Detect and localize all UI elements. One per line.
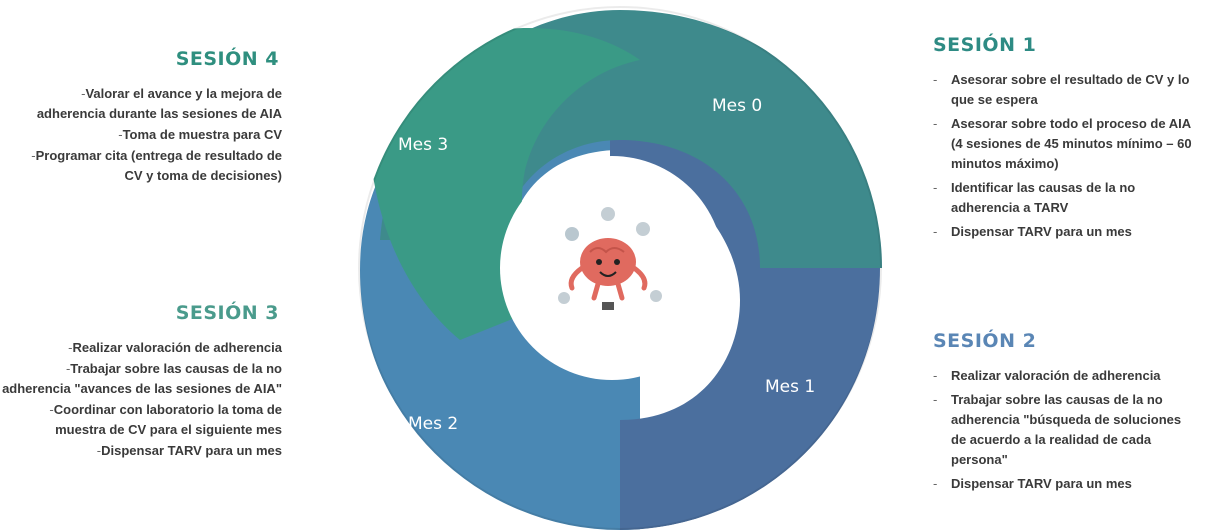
session-3-panel: SESIÓN 3 -Realizar valoración de adheren… (0, 302, 282, 462)
session-4-item-text: Toma de muestra para CV (122, 127, 282, 142)
session-3-item: -Dispensar TARV para un mes (96, 443, 282, 458)
session-2-item-text: Realizar valoración de adherencia (951, 368, 1161, 383)
session-2-item-text: Trabajar sobre las causas de la no adher… (951, 392, 1182, 467)
session-4-item: -Toma de muestra para CV (118, 127, 282, 142)
session-3-item-text: Trabajar sobre las causas de la no adher… (2, 361, 282, 396)
session-2-item: -Trabajar sobre las causas de la no adhe… (933, 392, 1182, 467)
session-1-panel: SESIÓN 1 -Asesorar sobre el resultado de… (933, 34, 1195, 246)
session-3-item-text: Dispensar TARV para un mes (101, 443, 282, 458)
session-3-item: -Coordinar con laboratorio la toma de mu… (49, 402, 282, 437)
session-2-title: SESIÓN 2 (933, 330, 1037, 352)
brain-mascot-icon (558, 207, 662, 310)
session-1-title: SESIÓN 1 (933, 34, 1037, 56)
mes-0-label: Mes 0 (712, 96, 762, 116)
session-2-item: -Realizar valoración de adherencia (933, 368, 1161, 383)
mes-3-segment (368, 27, 640, 341)
session-2-item-text: Dispensar TARV para un mes (951, 476, 1132, 491)
session-4-item: -Programar cita (entrega de resultado de… (31, 148, 282, 183)
session-4-item-text: Programar cita (entrega de resultado de … (35, 148, 282, 183)
session-4-item: -Valorar el avance y la mejora de adhere… (36, 86, 282, 121)
session-1-item-text: Asesorar sobre todo el proceso de AIA (4… (951, 116, 1192, 171)
mes-3-label: Mes 3 (398, 135, 448, 155)
mes-2-label: Mes 2 (408, 414, 458, 434)
session-3-title: SESIÓN 3 (175, 302, 279, 324)
session-3-item: -Realizar valoración de adherencia (68, 340, 282, 355)
session-1-item: -Asesorar sobre el resultado de CV y lo … (933, 72, 1190, 107)
session-3-item-text: Realizar valoración de adherencia (72, 340, 282, 355)
session-1-item: -Identificar las causas de la no adheren… (933, 180, 1136, 215)
session-1-item-text: Asesorar sobre el resultado de CV y lo q… (951, 72, 1190, 107)
session-2-item: -Dispensar TARV para un mes (933, 476, 1132, 491)
session-2-panel: SESIÓN 2 -Realizar valoración de adheren… (933, 330, 1195, 498)
session-1-item-text: Identificar las causas de la no adherenc… (951, 180, 1136, 215)
session-3-item: -Trabajar sobre las causas de la no adhe… (2, 361, 282, 396)
session-4-item-text: Valorar el avance y la mejora de adheren… (36, 86, 282, 121)
session-1-item: -Asesorar sobre todo el proceso de AIA (… (933, 116, 1192, 171)
session-4-title: SESIÓN 4 (175, 48, 279, 70)
cycle-diagram: Mes 0 Mes 1 Mes 2 Mes 3 (358, 6, 882, 530)
session-1-item-text: Dispensar TARV para un mes (951, 224, 1132, 239)
mes-1-label: Mes 1 (765, 377, 815, 397)
session-3-item-text: Coordinar con laboratorio la toma de mue… (53, 402, 282, 437)
session-4-panel: SESIÓN 4 -Valorar el avance y la mejora … (0, 48, 282, 187)
session-1-item: -Dispensar TARV para un mes (933, 224, 1132, 239)
